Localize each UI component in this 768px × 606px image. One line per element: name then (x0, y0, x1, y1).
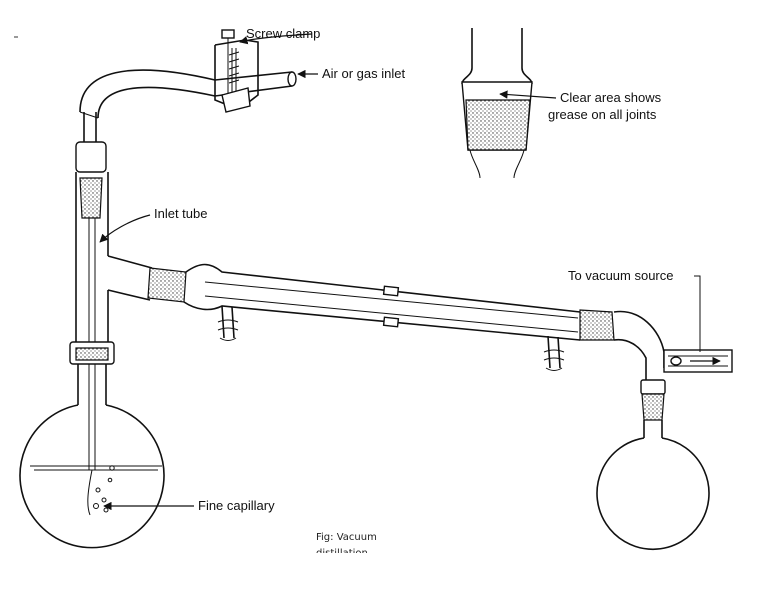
greased-joint-inset (461, 28, 533, 179)
condenser (107, 255, 615, 371)
receiving-flask (596, 420, 710, 551)
label-clear-area-1: Clear area shows (560, 90, 662, 105)
label-screw-clamp: Screw clamp (246, 26, 320, 41)
label-fine-capillary: Fine capillary (198, 498, 275, 513)
vacuum-source-leader (694, 275, 701, 352)
label-vacuum-source: To vacuum source (568, 268, 674, 283)
caption-line-2: distillation (316, 548, 368, 559)
vacuum-adapter (613, 310, 733, 421)
label-clear-area-2: grease on all joints (548, 107, 657, 122)
label-inlet-tube: Inlet tube (154, 206, 208, 221)
clear-area-arrow (499, 90, 557, 99)
screw-clamp-arrow (239, 33, 313, 45)
distilling-flask (19, 341, 165, 549)
rubber-tubing (79, 69, 297, 119)
screw-clamp (214, 29, 259, 113)
inlet-tube-arrow (99, 214, 151, 243)
caption-line-1: Fig: Vacuum (316, 532, 377, 543)
inlet-tube (75, 112, 109, 470)
label-air-inlet: Air or gas inlet (322, 66, 405, 81)
